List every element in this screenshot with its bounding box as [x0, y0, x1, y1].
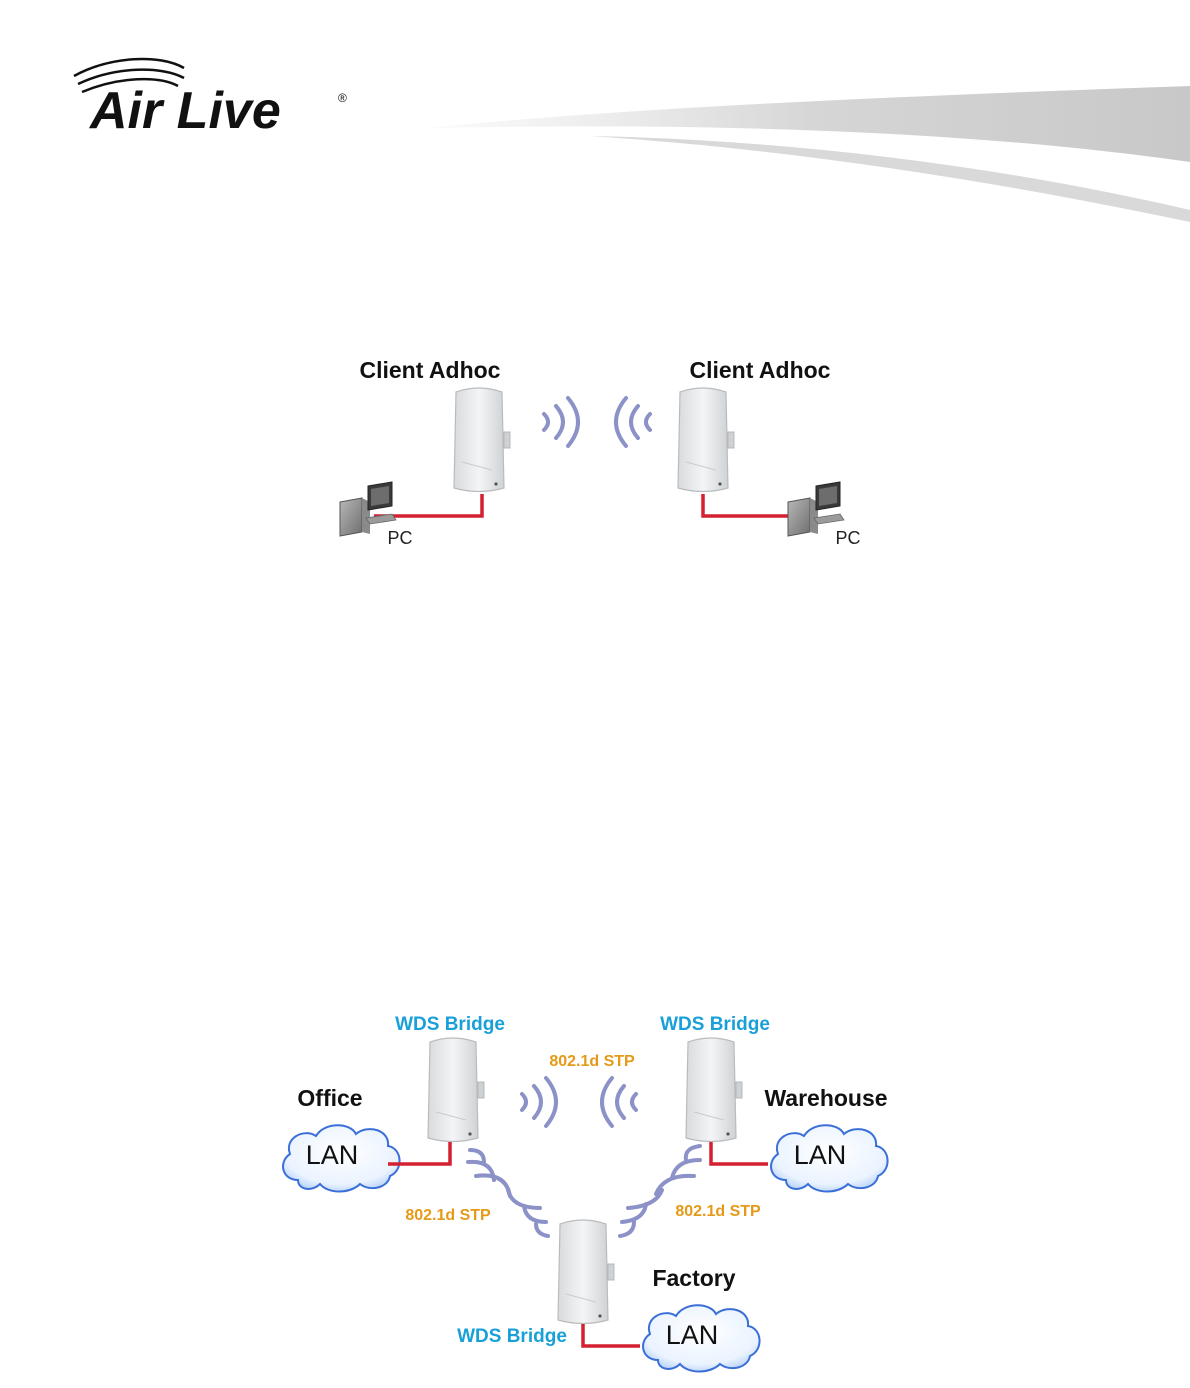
stp-label-left: 802.1d STP — [405, 1207, 491, 1224]
warehouse-access-point — [686, 1038, 742, 1142]
right-pc-label: PC — [835, 528, 860, 548]
right-cable — [703, 494, 800, 516]
signal-waves-right — [620, 1146, 700, 1236]
left-device-label: Client Adhoc — [360, 357, 501, 383]
lan-factory-label: LAN — [666, 1320, 719, 1350]
registered-mark: ® — [338, 91, 347, 105]
wds-label-left: WDS Bridge — [395, 1014, 505, 1035]
wds-label-right: WDS Bridge — [660, 1014, 770, 1035]
stp-label-top: 802.1d STP — [549, 1053, 635, 1070]
signal-waves — [544, 398, 650, 446]
office-label: Office — [297, 1085, 362, 1111]
header-swoosh — [430, 86, 1190, 222]
factory-label: Factory — [652, 1265, 735, 1291]
signal-waves-top — [522, 1078, 636, 1126]
wds-label-bottom: WDS Bridge — [457, 1326, 567, 1347]
factory-cable — [583, 1324, 640, 1346]
left-access-point — [454, 388, 510, 492]
right-access-point — [678, 388, 734, 492]
warehouse-cable — [711, 1142, 768, 1164]
stp-label-right: 802.1d STP — [675, 1203, 761, 1220]
wds-diagram: WDS Bridge WDS Bridge 802.1d STP — [283, 1014, 888, 1372]
adhoc-diagram: Client Adhoc Client Adhoc PC PC — [340, 357, 861, 548]
left-pc-label: PC — [387, 528, 412, 548]
lan-office-label: LAN — [306, 1140, 359, 1170]
warehouse-label: Warehouse — [764, 1085, 887, 1111]
logo-text: Air Live — [88, 82, 281, 140]
airlive-logo: Air Live ® — [74, 59, 347, 140]
right-device-label: Client Adhoc — [690, 357, 831, 383]
lan-warehouse-label: LAN — [794, 1140, 847, 1170]
office-access-point — [428, 1038, 484, 1142]
factory-access-point — [558, 1220, 614, 1324]
